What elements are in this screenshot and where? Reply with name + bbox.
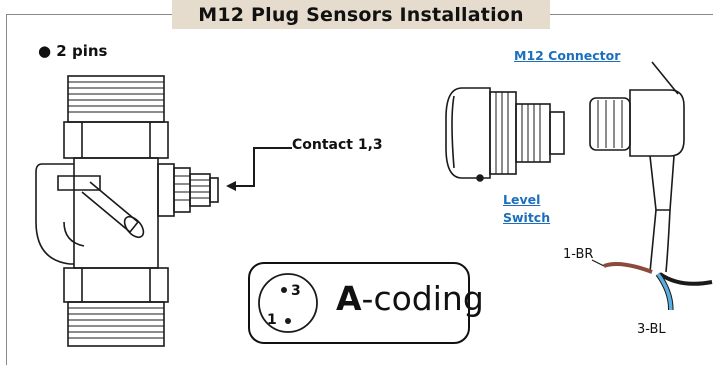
wire-label-brown: 1-BR (563, 247, 594, 262)
pin-number-1: 1 (267, 312, 277, 328)
frame-line-left (6, 14, 7, 365)
level-switch-label: Level Switch (503, 191, 550, 227)
frame-line-top-right (550, 14, 713, 15)
contact-arrow (226, 147, 292, 191)
pins-label: ● 2 pins (38, 42, 108, 60)
contact-label: Contact 1,3 (292, 137, 383, 153)
coding-letter: A (336, 279, 362, 318)
level-switch-label-line2: Switch (503, 210, 551, 225)
page-title: M12 Plug Sensors Installation (172, 0, 550, 29)
frame-line-top-left (6, 14, 172, 15)
coding-suffix: -coding (361, 279, 484, 318)
level-switch-drawing (445, 87, 565, 182)
pin-face-icon (258, 273, 318, 333)
coding-label: A-coding (336, 279, 484, 318)
m12-connector-drawing (589, 61, 713, 310)
level-switch-label-line1: Level (503, 192, 541, 207)
pin-number-3: 3 (291, 283, 301, 299)
m12-connector-label: M12 Connector (514, 48, 621, 63)
coding-box (248, 262, 470, 344)
sensor-tee-drawing (35, 75, 219, 347)
wire-label-blue: 3-BL (637, 322, 666, 337)
